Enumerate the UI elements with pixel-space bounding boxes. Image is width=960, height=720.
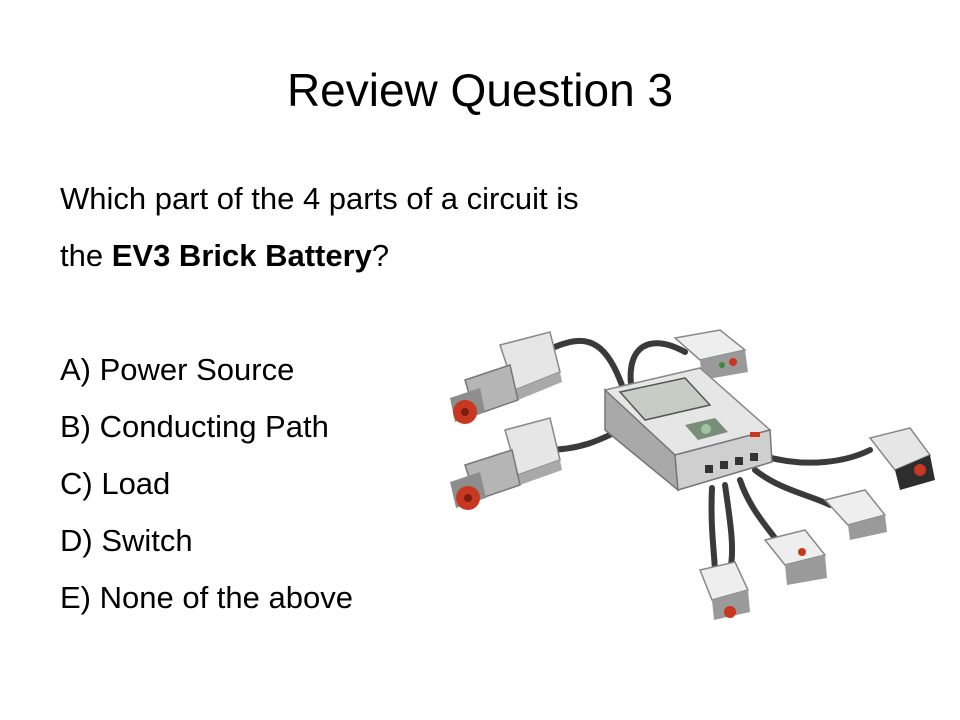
ev3-robot-kit-icon [450,329,935,620]
ultrasonic-sensor-icon [868,427,935,490]
option-b: B) Conducting Path [60,409,329,444]
question-block: Which part of the 4 parts of a circuit i… [60,170,579,626]
question-prefix: the [60,238,112,273]
slide-title: Review Question 3 [286,64,674,116]
option-c: C) Load [60,466,171,501]
question-highlight: EV3 Brick Battery [111,238,372,273]
option-d: D) Switch [60,523,193,558]
question-suffix: ? [371,238,390,273]
touch-sensor-icon [763,529,827,585]
option-e: E) None of the above [60,580,353,615]
large-motor-bottom-icon [450,417,562,510]
gyro-sensor-icon [823,489,887,540]
ev3-brick-icon [603,367,773,492]
infrared-sensor-icon [698,561,750,620]
question-line-1: Which part of the 4 parts of a circuit i… [60,181,579,216]
option-a: A) Power Source [60,352,295,387]
large-motor-top-icon [450,331,562,424]
question-line-2: the EV3 Brick Battery? [60,227,579,284]
color-sensor-icon [673,329,748,380]
